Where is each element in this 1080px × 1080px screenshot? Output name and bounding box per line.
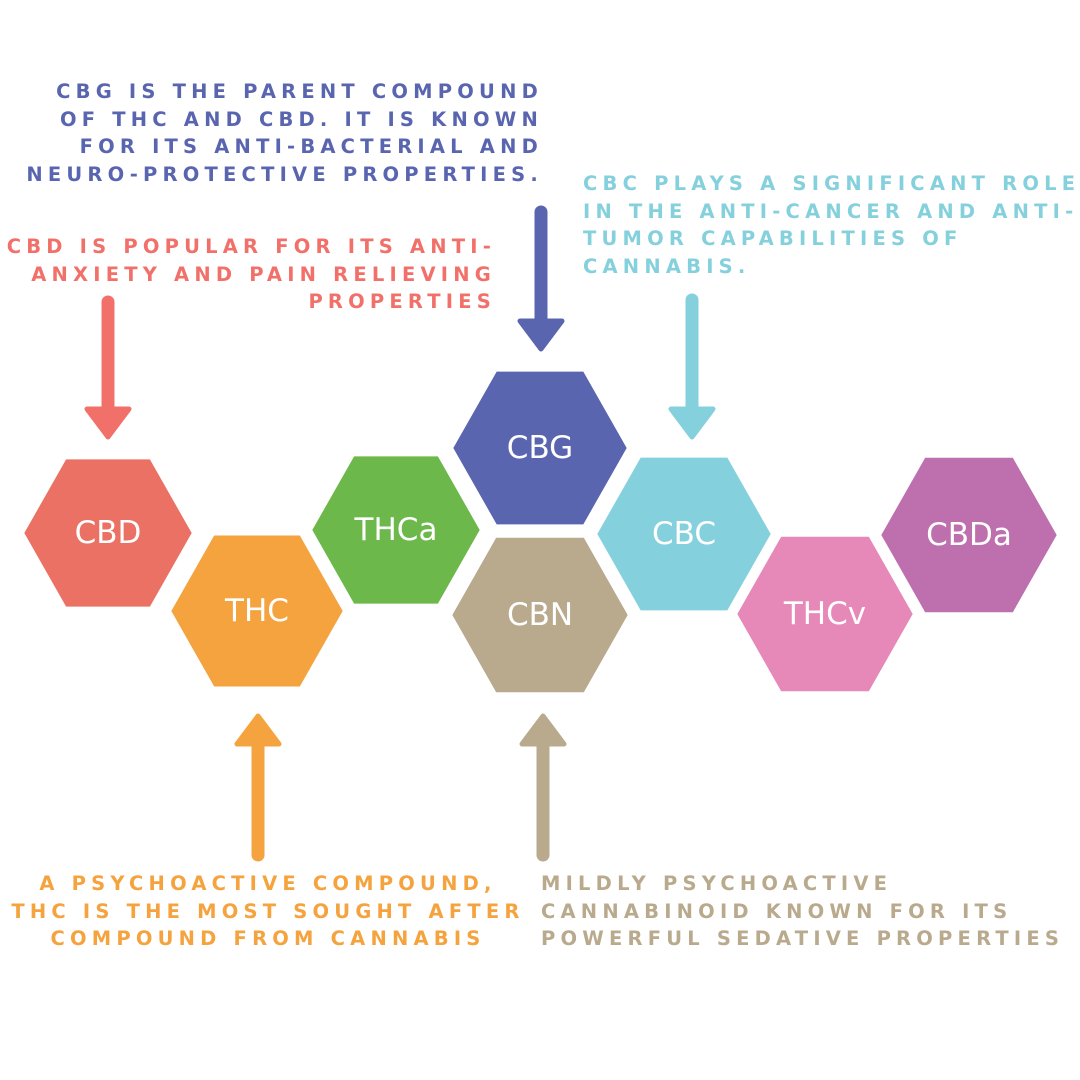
- hex-cbg: CBG: [449, 367, 631, 529]
- arrow-head-icon: [517, 318, 565, 352]
- arrow-up-thc: [234, 713, 282, 862]
- hex-shape-thca: [308, 452, 484, 608]
- caption-thc: A PSYCHOACTIVE COMPOUND, THC IS THE MOST…: [11, 872, 525, 950]
- hex-shape-cbda: [877, 453, 1061, 617]
- hex-thcv: THCv: [733, 532, 917, 696]
- arrow-head-icon: [519, 713, 567, 747]
- hex-shape-thc: [167, 531, 347, 691]
- hex-label-cbc: CBC: [652, 516, 716, 552]
- hex-label-cbd: CBD: [75, 515, 142, 551]
- hex-shape-cbg: [449, 367, 631, 529]
- arrow-down-cbd: [84, 295, 132, 440]
- hex-shape-cbn: [448, 533, 632, 697]
- hex-cbd: CBD: [20, 455, 196, 611]
- caption-cbc: CBC PLAYS A SIGNIFICANT ROLE IN THE ANTI…: [583, 172, 1080, 278]
- caption-cbg: CBG IS THE PARENT COMPOUND OF THC AND CB…: [26, 80, 543, 186]
- hex-thc: THC: [167, 531, 347, 691]
- hex-thca: THCa: [308, 452, 484, 608]
- arrow-head-icon: [234, 713, 282, 747]
- arrow-head-icon: [84, 406, 132, 440]
- hex-shape-thcv: [733, 532, 917, 696]
- arrow-up-cbn: [519, 713, 567, 862]
- hex-label-thcv: THCv: [783, 596, 866, 632]
- hex-label-cbn: CBN: [507, 597, 573, 633]
- hex-label-cbda: CBDa: [926, 517, 1012, 553]
- hex-cbn: CBN: [448, 533, 632, 697]
- caption-cbd: CBD IS POPULAR FOR ITS ANTI- ANXIETY AND…: [6, 235, 496, 313]
- hex-shape-cbd: [20, 455, 196, 611]
- caption-cbn: MILDLY PSYCHOACTIVE CANNABINOID KNOWN FO…: [541, 872, 1065, 950]
- arrow-down-cbc: [668, 293, 716, 440]
- arrow-down-cbg: [517, 205, 565, 352]
- hex-label-thc: THC: [224, 593, 289, 629]
- hex-label-cbg: CBG: [507, 430, 573, 466]
- hex-cbda: CBDa: [877, 453, 1061, 617]
- hex-label-thca: THCa: [354, 512, 438, 548]
- arrow-head-icon: [668, 406, 716, 440]
- hex-shape-cbc: [593, 453, 775, 615]
- hex-cbc: CBC: [593, 453, 775, 615]
